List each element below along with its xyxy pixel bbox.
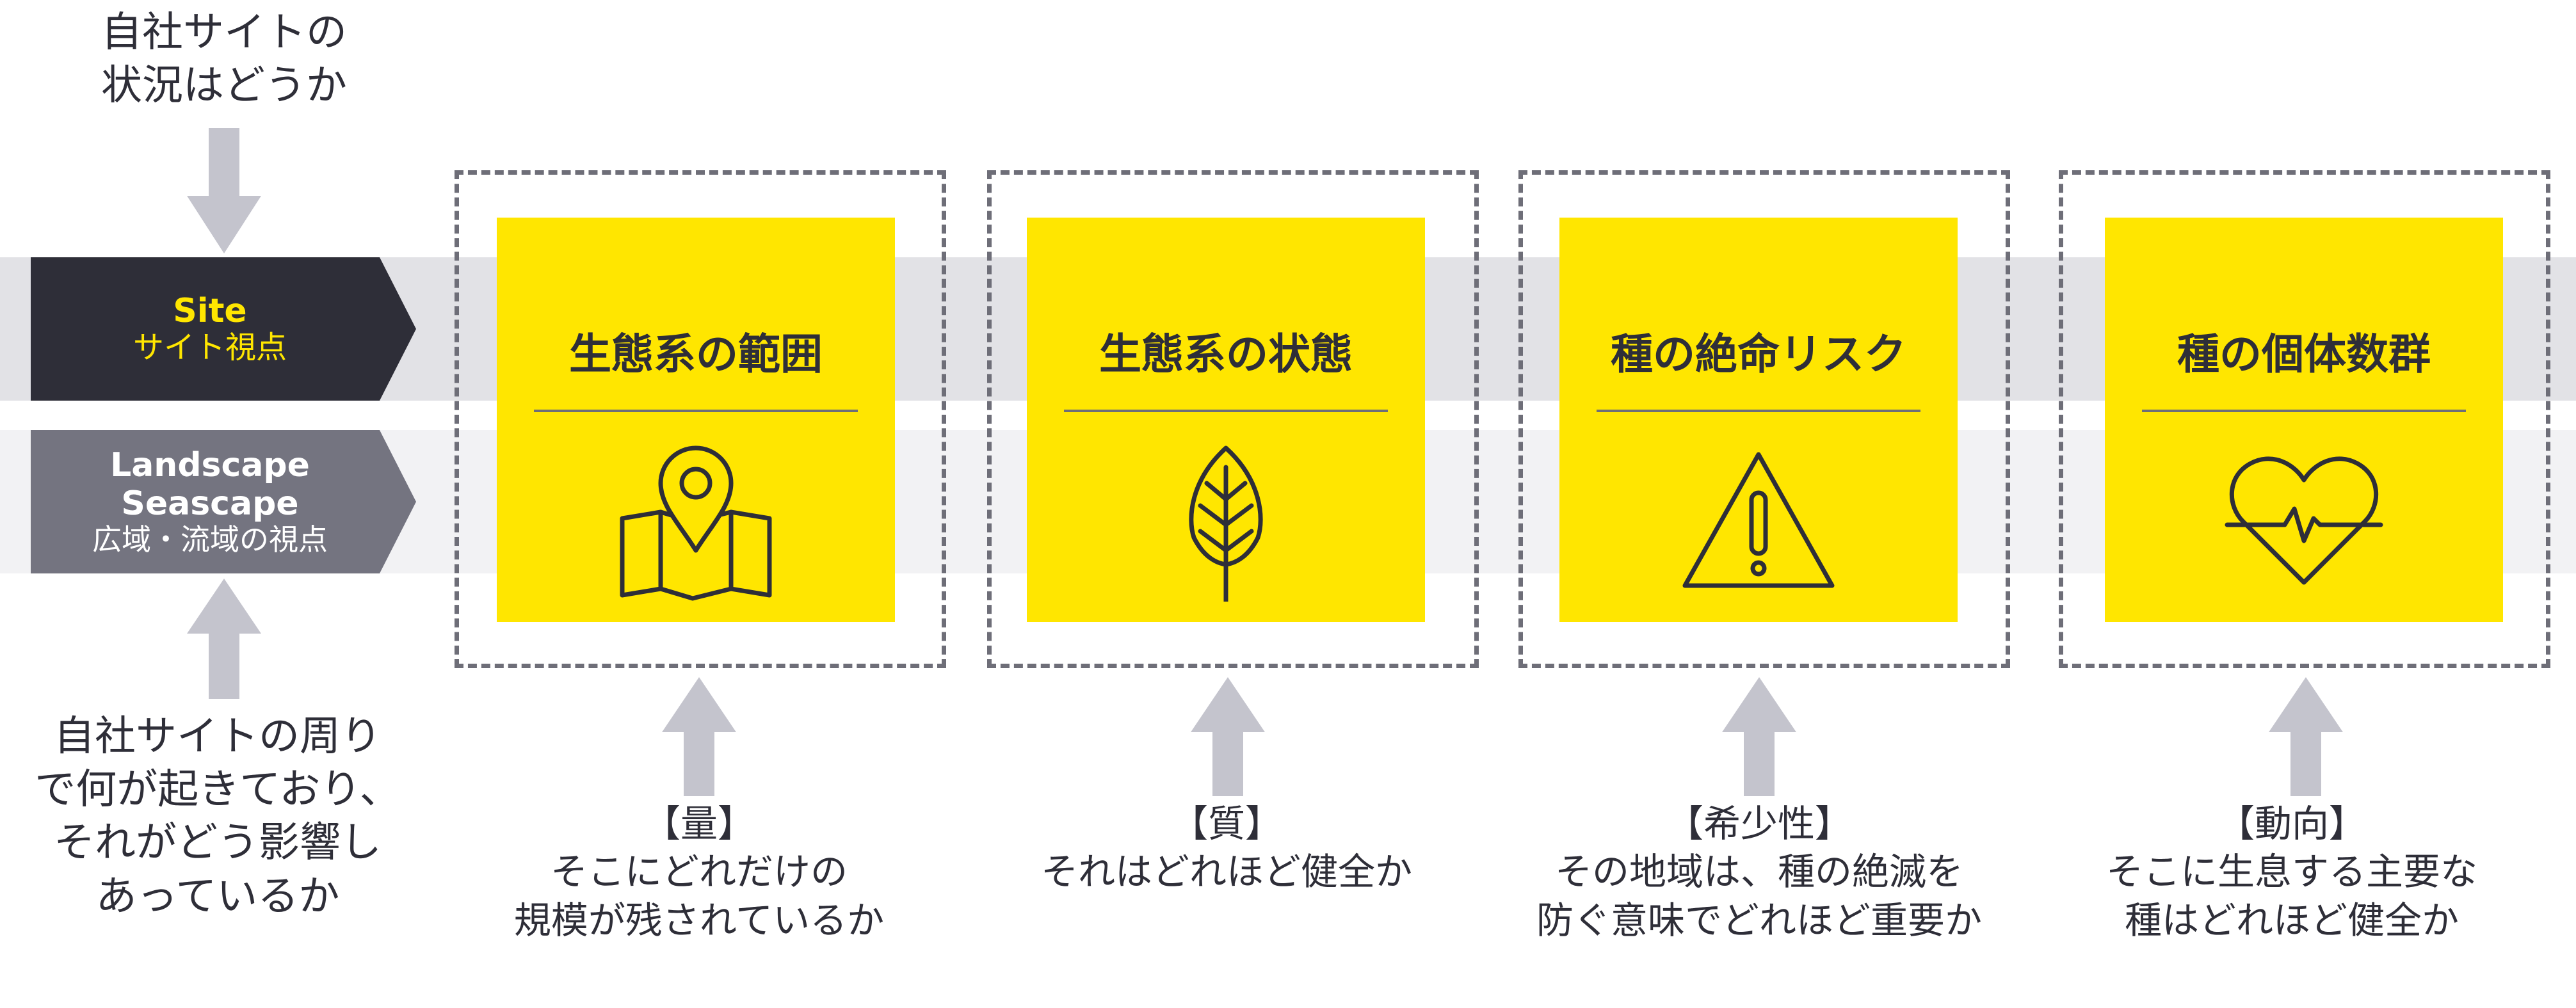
card-tag: 【動向】 (2217, 802, 2366, 845)
up-arrow (1191, 677, 1265, 796)
landscape-label-ja: 広域・流域の視点 (92, 522, 328, 557)
up-arrow (187, 579, 261, 699)
card-tag: 【質】 (1170, 802, 1282, 845)
card-frame (1518, 170, 2010, 668)
seascape-label-en: Seascape (121, 484, 299, 523)
site-perspective-label: Site サイト視点 (31, 257, 416, 401)
bottom-question-line: あっているか (95, 872, 340, 920)
top-question-line: 状況はどうか (101, 62, 347, 110)
map-pin-icon (620, 445, 772, 601)
up-arrow (2269, 677, 2343, 796)
warning-icon (1682, 452, 1835, 588)
card-desc-line: それはどれほど健全か (1040, 850, 1412, 894)
card-desc-line: 規模が残されているか (513, 898, 885, 942)
site-label-en: Site (173, 291, 247, 330)
card-title: 生態系の範囲 (569, 330, 823, 379)
bottom-question-line: 自社サイトの周り (54, 713, 382, 760)
metric-card-ecosystem-extent: 生態系の範囲 (497, 218, 895, 622)
card-frame (455, 170, 946, 668)
card-desc-line: 種はどれほど健全か (2124, 898, 2459, 942)
landscape-label-en: Landscape (110, 445, 310, 484)
card-desc-line: 防ぐ意味でどれほど重要か (1536, 898, 1982, 942)
card-description: 【質】 それはどれほど健全か (951, 800, 1502, 897)
bottom-question-line: で何が起きており、 (35, 766, 401, 814)
metric-card-species-population: 種の個体数群 (2105, 218, 2503, 622)
card-desc-line: そこにどれだけの (550, 850, 848, 894)
card-frame (987, 170, 1479, 668)
card-title: 生態系の状態 (1099, 330, 1353, 379)
top-question-line: 自社サイトの (101, 9, 347, 56)
metric-card-ecosystem-condition: 生態系の状態 (1027, 218, 1425, 622)
card-title: 種の個体数群 (2177, 330, 2431, 379)
card-description: 【動向】 そこに生息する主要な 種はどれほど健全か (2017, 800, 2567, 945)
card-desc-line: そこに生息する主要な (2105, 850, 2477, 894)
top-question: 自社サイトの 状況はどうか (26, 6, 423, 113)
card-tag: 【希少性】 (1666, 802, 1852, 845)
card-frame (2059, 170, 2550, 668)
card-desc-line: その地域は、種の絶滅を (1554, 850, 1963, 894)
up-arrow (1722, 677, 1796, 796)
divider (2142, 410, 2466, 412)
divider (534, 410, 858, 412)
card-description: 【量】 そこにどれだけの 規模が残されているか (424, 800, 974, 945)
card-tag: 【量】 (643, 802, 755, 845)
down-arrow (187, 128, 261, 253)
metric-card-extinction-risk: 種の絶命リスク (1559, 218, 1958, 622)
heartbeat-icon (2225, 456, 2383, 585)
landscape-perspective-label: Landscape Seascape 広域・流域の視点 (31, 430, 416, 573)
divider (1597, 410, 1920, 412)
card-description: 【希少性】 その地域は、種の絶滅を 防ぐ意味でどれほど重要か (1484, 800, 2034, 945)
bottom-question-line: それがどう影響し (54, 819, 382, 867)
leaf-icon (1189, 445, 1263, 602)
site-label-ja: サイト視点 (133, 330, 287, 366)
divider (1064, 410, 1388, 412)
up-arrow (662, 677, 736, 796)
card-title: 種の絶命リスク (1611, 330, 1906, 379)
bottom-question: 自社サイトの周り で何が起きており、 それがどう影響し あっているか (13, 710, 423, 924)
